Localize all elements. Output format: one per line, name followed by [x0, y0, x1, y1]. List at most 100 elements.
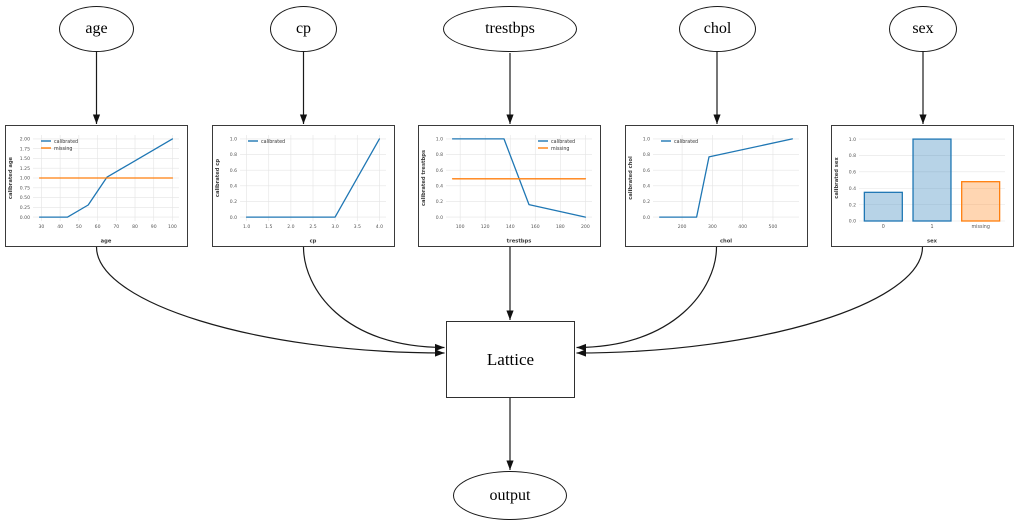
svg-text:0.4: 0.4 — [230, 184, 237, 190]
svg-text:sex: sex — [927, 239, 938, 245]
svg-text:calibrated trestbps: calibrated trestbps — [421, 150, 427, 206]
svg-text:200: 200 — [581, 224, 590, 230]
svg-text:0.6: 0.6 — [436, 168, 443, 174]
svg-text:1.00: 1.00 — [20, 176, 30, 182]
svg-text:80: 80 — [132, 224, 138, 230]
svg-text:0.2: 0.2 — [436, 199, 443, 205]
svg-text:1.0: 1.0 — [243, 224, 250, 230]
svg-text:1.0: 1.0 — [230, 137, 237, 143]
node-sex: sex — [889, 6, 957, 52]
node-age-label: age — [85, 20, 108, 37]
svg-text:age: age — [101, 239, 112, 245]
edge-chol-calibrator-to-lattice — [576, 246, 718, 352]
node-lattice-label: Lattice — [486, 349, 535, 369]
svg-text:0.2: 0.2 — [230, 199, 237, 205]
svg-text:0: 0 — [882, 224, 885, 230]
svg-text:0.8: 0.8 — [643, 152, 650, 158]
edge-cp-calibrator-to-lattice — [302, 246, 445, 352]
node-chol: chol — [679, 6, 756, 52]
svg-text:calibrated chol: calibrated chol — [628, 156, 634, 200]
edge-age-calibrator-to-lattice — [95, 246, 445, 357]
svg-text:0.75: 0.75 — [20, 185, 30, 191]
svg-text:0.6: 0.6 — [849, 170, 856, 176]
svg-text:0.8: 0.8 — [849, 153, 856, 159]
edge-sex-calibrator-to-lattice — [576, 246, 924, 357]
svg-text:cp: cp — [310, 239, 317, 245]
svg-text:0.8: 0.8 — [230, 152, 237, 158]
svg-text:3.5: 3.5 — [354, 224, 361, 230]
svg-text:0.8: 0.8 — [436, 152, 443, 158]
svg-text:1.5: 1.5 — [265, 224, 272, 230]
svg-text:0.25: 0.25 — [20, 205, 30, 211]
node-age: age — [59, 6, 134, 52]
svg-text:70: 70 — [113, 224, 119, 230]
node-cp-label: cp — [295, 20, 312, 37]
node-lattice: Lattice — [446, 321, 575, 398]
svg-text:3.0: 3.0 — [331, 224, 338, 230]
svg-text:180: 180 — [556, 224, 565, 230]
node-sex-label: sex — [912, 20, 934, 37]
chol-calibration-plot: 200 300 400 500 0.0 0.2 0.4 0.6 0.8 1.0 chol calibr… — [625, 125, 808, 247]
svg-text:chol: chol — [720, 239, 732, 245]
svg-text:0.4: 0.4 — [643, 184, 650, 190]
svg-text:calibrated cp: calibrated cp — [215, 159, 221, 197]
svg-text:missing: missing — [551, 146, 569, 152]
svg-text:500: 500 — [769, 224, 778, 230]
svg-text:120: 120 — [481, 224, 490, 230]
svg-text:missing: missing — [971, 224, 989, 230]
svg-text:calibrated sex: calibrated sex — [834, 157, 840, 199]
svg-text:calibrated: calibrated — [674, 139, 698, 145]
svg-text:0.00: 0.00 — [20, 215, 30, 221]
svg-text:50: 50 — [76, 224, 82, 230]
svg-text:0.6: 0.6 — [230, 168, 237, 174]
svg-text:100: 100 — [168, 224, 177, 230]
svg-text:0.0: 0.0 — [849, 219, 856, 225]
svg-text:missing: missing — [54, 146, 72, 152]
svg-text:trestbps: trestbps — [507, 239, 532, 245]
svg-text:calibrated: calibrated — [261, 139, 285, 145]
node-chol-label: chol — [703, 20, 732, 37]
svg-text:1.25: 1.25 — [20, 166, 30, 172]
svg-text:4.0: 4.0 — [376, 224, 383, 230]
svg-text:0.0: 0.0 — [643, 215, 650, 221]
svg-text:200: 200 — [678, 224, 687, 230]
svg-text:1.0: 1.0 — [849, 137, 856, 143]
svg-text:400: 400 — [738, 224, 747, 230]
svg-text:2.00: 2.00 — [20, 137, 30, 143]
node-trestbps-label: trestbps — [485, 20, 535, 37]
svg-text:0.4: 0.4 — [849, 186, 856, 192]
svg-text:calibrated age: calibrated age — [8, 156, 14, 199]
svg-text:300: 300 — [708, 224, 717, 230]
svg-text:0.2: 0.2 — [643, 199, 650, 205]
svg-text:2.0: 2.0 — [287, 224, 294, 230]
chol-calibration-chart: 200 300 400 500 0.0 0.2 0.4 0.6 0.8 1.0 chol calibr… — [628, 135, 799, 245]
svg-text:calibrated: calibrated — [551, 139, 575, 145]
svg-text:1.75: 1.75 — [20, 146, 30, 152]
node-trestbps: trestbps — [443, 6, 577, 52]
node-output-label: output — [489, 486, 531, 504]
svg-text:90: 90 — [151, 224, 157, 230]
svg-text:1.0: 1.0 — [436, 137, 443, 143]
svg-text:60: 60 — [95, 224, 101, 230]
svg-text:0.6: 0.6 — [643, 168, 650, 174]
svg-text:1.50: 1.50 — [20, 156, 30, 162]
svg-text:1.0: 1.0 — [643, 137, 650, 143]
svg-text:2.5: 2.5 — [309, 224, 316, 230]
svg-text:0.0: 0.0 — [436, 215, 443, 221]
svg-text:0.2: 0.2 — [849, 202, 856, 208]
svg-text:100: 100 — [456, 224, 465, 230]
node-output: output — [453, 471, 567, 520]
svg-text:140: 140 — [506, 224, 515, 230]
svg-text:calibrated: calibrated — [54, 139, 78, 145]
svg-text:40: 40 — [57, 224, 63, 230]
